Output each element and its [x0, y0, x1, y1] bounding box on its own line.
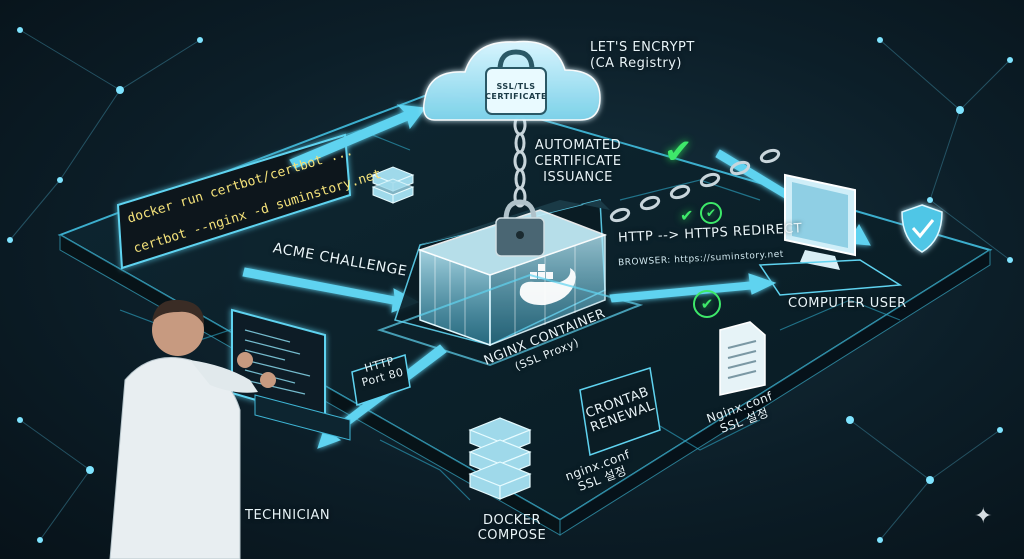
- http-port-plate: [351, 354, 411, 406]
- checkmark-icon: ✔: [680, 206, 694, 225]
- checkmark-circle-icon: ✔: [700, 202, 722, 224]
- tablet-screen: [231, 308, 351, 441]
- automated-issuance-label: AUTOMATED CERTIFICATE ISSUANCE: [534, 138, 622, 185]
- monitor-icon: [758, 173, 903, 296]
- sparkle-icon: ✦: [974, 504, 993, 529]
- certificate-label: SSL/TLS CERTIFICATE: [485, 82, 547, 101]
- shield-icon: [901, 204, 943, 253]
- terminal-panel: [116, 133, 352, 270]
- technician-figure: [109, 299, 276, 559]
- document-icon: [719, 321, 766, 396]
- computer-user-label: COMPUTER USER: [788, 296, 907, 311]
- docker-compose-server-icon: [468, 417, 532, 500]
- checkmark-circle-icon: ✔: [693, 290, 721, 318]
- padlock-icon: [495, 199, 545, 257]
- docker-compose-label: DOCKER COMPOSE: [477, 513, 547, 543]
- ca-registry-label: LET'S ENCRYPT (CA Registry): [590, 40, 695, 71]
- certificate-padlock-icon: [485, 49, 547, 115]
- checkmark-icon: ✔: [664, 132, 693, 172]
- chain: [513, 114, 781, 223]
- server-stack-icon: [371, 166, 415, 204]
- network-background: [9, 29, 1011, 541]
- nginx-container: [394, 199, 610, 347]
- technician-label: TECHNICIAN: [245, 508, 331, 523]
- crontab-plate: [579, 367, 661, 457]
- network-nodes: [7, 27, 1013, 543]
